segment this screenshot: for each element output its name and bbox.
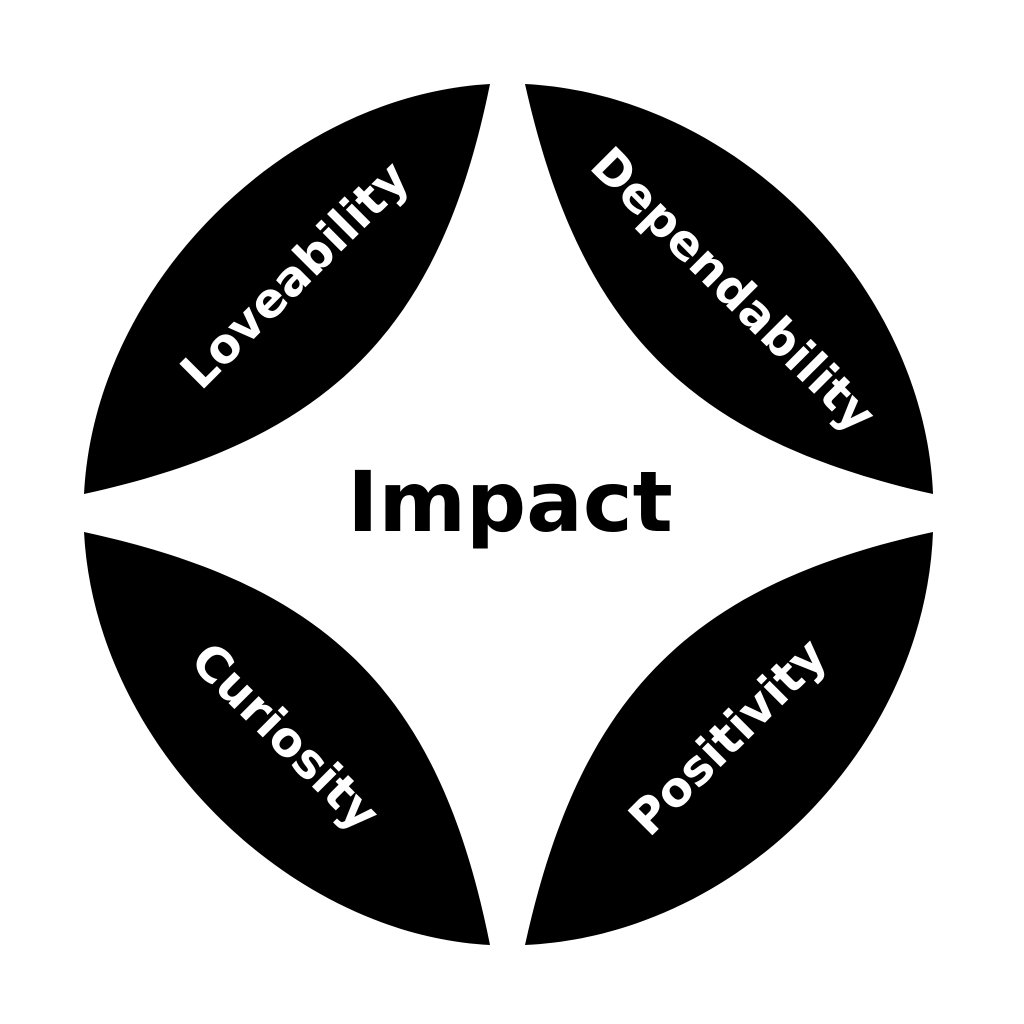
petal-shape-loveability	[84, 84, 490, 494]
petal-curiosity: Curiosity	[84, 532, 490, 945]
petal-shape-positivity	[525, 532, 933, 945]
petal-shape-curiosity	[84, 532, 490, 945]
petal-shape-dependability	[525, 84, 933, 494]
center-label: Impact	[347, 453, 673, 551]
